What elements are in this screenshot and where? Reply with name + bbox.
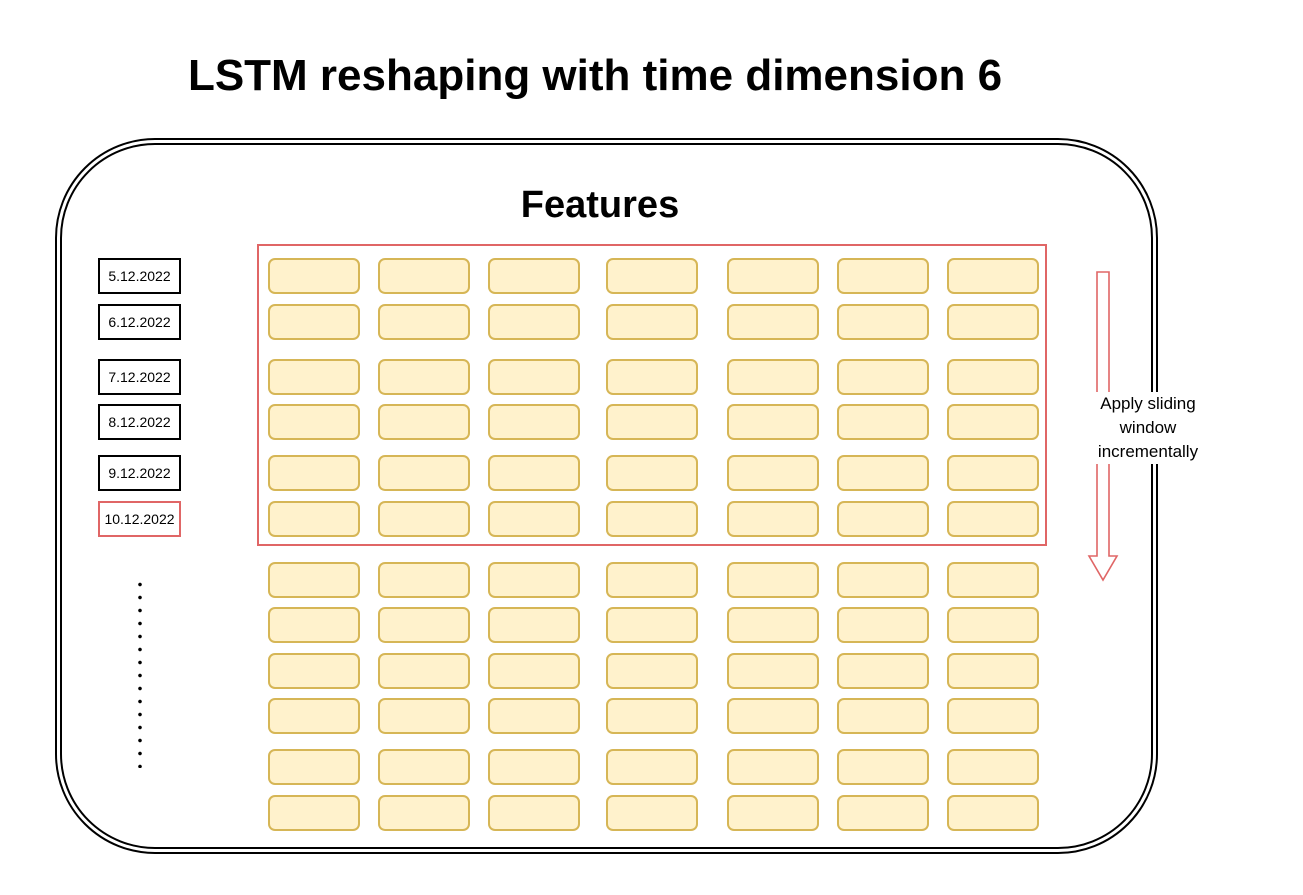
sliding-window-box (257, 244, 1047, 546)
feature-cell (268, 795, 360, 831)
feature-cell (488, 258, 580, 294)
feature-cell (727, 698, 819, 734)
sliding-window-label: Apply sliding window incrementally (1075, 392, 1221, 464)
feature-cell (268, 653, 360, 689)
feature-cell (947, 562, 1039, 598)
feature-cell (727, 795, 819, 831)
feature-cell (378, 404, 470, 440)
feature-cell (947, 501, 1039, 537)
feature-cell (268, 698, 360, 734)
feature-cell (606, 653, 698, 689)
feature-cell (378, 607, 470, 643)
feature-cell (488, 749, 580, 785)
panel-frame-outer (55, 138, 1158, 854)
feature-cell (837, 359, 929, 395)
feature-cell (488, 653, 580, 689)
feature-cell (837, 698, 929, 734)
feature-cell (606, 749, 698, 785)
feature-cell (606, 258, 698, 294)
feature-cell (727, 653, 819, 689)
feature-cell (947, 258, 1039, 294)
feature-cell (268, 304, 360, 340)
feature-cell (727, 258, 819, 294)
feature-cell (727, 455, 819, 491)
feature-cell (378, 653, 470, 689)
feature-cell (606, 359, 698, 395)
feature-cell (378, 562, 470, 598)
feature-cell (947, 359, 1039, 395)
date-label: 9.12.2022 (98, 455, 181, 491)
feature-cell (837, 607, 929, 643)
date-label: 7.12.2022 (98, 359, 181, 395)
feature-cell (837, 404, 929, 440)
feature-cell (268, 455, 360, 491)
feature-cell (488, 698, 580, 734)
feature-cell (837, 749, 929, 785)
diagram-title: LSTM reshaping with time dimension 6 (187, 51, 1003, 100)
date-label: 10.12.2022 (98, 501, 181, 537)
feature-cell (837, 501, 929, 537)
feature-cell (488, 359, 580, 395)
feature-cell (947, 304, 1039, 340)
feature-cell (837, 258, 929, 294)
feature-cell (606, 455, 698, 491)
feature-cell (837, 653, 929, 689)
date-label: 6.12.2022 (98, 304, 181, 340)
feature-cell (606, 304, 698, 340)
feature-cell (727, 607, 819, 643)
panel-frame-inner (60, 143, 1153, 849)
feature-cell (378, 359, 470, 395)
feature-cell (947, 749, 1039, 785)
feature-cell (606, 404, 698, 440)
feature-cell (606, 698, 698, 734)
feature-cell (947, 455, 1039, 491)
feature-cell (947, 653, 1039, 689)
feature-cell (268, 562, 360, 598)
feature-cell (606, 501, 698, 537)
feature-cell (378, 795, 470, 831)
feature-cell (606, 607, 698, 643)
feature-cell (947, 404, 1039, 440)
feature-cell (837, 304, 929, 340)
feature-cell (378, 304, 470, 340)
feature-cell (606, 795, 698, 831)
feature-cell (268, 749, 360, 785)
feature-cell (378, 258, 470, 294)
feature-cell (488, 455, 580, 491)
feature-cell (947, 607, 1039, 643)
feature-cell (727, 404, 819, 440)
feature-cell (268, 404, 360, 440)
feature-cell (488, 501, 580, 537)
feature-cell (488, 562, 580, 598)
feature-cell (488, 607, 580, 643)
features-label: Features (520, 184, 680, 226)
feature-cell (488, 304, 580, 340)
feature-cell (268, 258, 360, 294)
feature-cell (947, 795, 1039, 831)
feature-cell (488, 404, 580, 440)
feature-cell (727, 359, 819, 395)
feature-cell (378, 455, 470, 491)
feature-cell (947, 698, 1039, 734)
feature-cell (606, 562, 698, 598)
date-label: 5.12.2022 (98, 258, 181, 294)
feature-cell (268, 501, 360, 537)
feature-cell (378, 501, 470, 537)
feature-cell (727, 304, 819, 340)
feature-cell (378, 698, 470, 734)
feature-cell (378, 749, 470, 785)
feature-cell (837, 562, 929, 598)
feature-cell (268, 607, 360, 643)
feature-cell (727, 501, 819, 537)
date-label: 8.12.2022 (98, 404, 181, 440)
feature-cell (488, 795, 580, 831)
feature-cell (837, 795, 929, 831)
feature-cell (727, 749, 819, 785)
feature-cell (837, 455, 929, 491)
vertical-ellipsis-icon (138, 578, 142, 768)
feature-cell (268, 359, 360, 395)
feature-cell (727, 562, 819, 598)
